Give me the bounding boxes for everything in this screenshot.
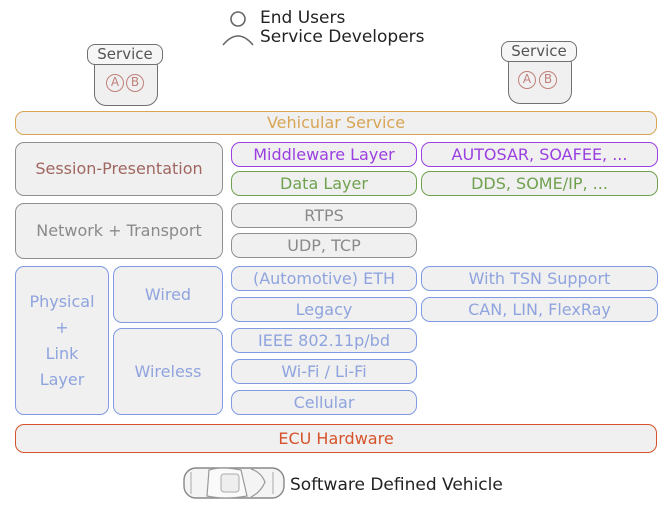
network-transport-box: Network + Transport: [15, 203, 223, 259]
ieee-box: IEEE 802.11p/bd: [231, 328, 417, 353]
legacy-examples-box: CAN, LIN, FlexRay: [421, 297, 658, 322]
physical-link-line-4: Layer: [39, 369, 85, 389]
service-right-b: B: [539, 71, 557, 89]
sdv-label: Software Defined Vehicle: [290, 475, 503, 495]
automotive-eth-box: (Automotive) ETH: [231, 266, 417, 291]
wifi-lifi-box: Wi-Fi / Li-Fi: [231, 359, 417, 384]
session-presentation-box: Session-Presentation: [15, 142, 223, 196]
car-icon: [183, 467, 285, 499]
legacy-box: Legacy: [231, 297, 417, 322]
vehicular-service-bar: Vehicular Service: [15, 111, 657, 135]
data-layer-box: Data Layer: [231, 171, 417, 196]
physical-link-box: Physical + Link Layer: [15, 266, 109, 415]
cellular-box: Cellular: [231, 390, 417, 415]
users-line-2: Service Developers: [260, 27, 425, 47]
udp-tcp-box: UDP, TCP: [231, 233, 417, 258]
service-right-label: Service: [501, 41, 577, 62]
data-examples-box: DDS, SOME/IP, ...: [421, 171, 658, 196]
service-left-b: B: [126, 74, 144, 92]
middleware-layer-box: Middleware Layer: [231, 142, 417, 167]
service-right-a: A: [518, 71, 536, 89]
service-left-label: Service: [87, 44, 163, 65]
physical-link-line-1: Physical: [29, 291, 95, 311]
rtps-box: RTPS: [231, 203, 417, 228]
wired-box: Wired: [113, 266, 223, 323]
physical-link-line-2: +: [55, 317, 69, 337]
middleware-examples-box: AUTOSAR, SOAFEE, ...: [421, 142, 658, 167]
physical-link-line-3: Link: [45, 343, 79, 363]
person-icon: [222, 11, 254, 46]
users-line-1: End Users: [260, 8, 346, 28]
service-left-a: A: [106, 74, 124, 92]
ecu-hardware-bar: ECU Hardware: [15, 424, 657, 453]
tsn-support-box: With TSN Support: [421, 266, 658, 291]
wireless-box: Wireless: [113, 328, 223, 415]
